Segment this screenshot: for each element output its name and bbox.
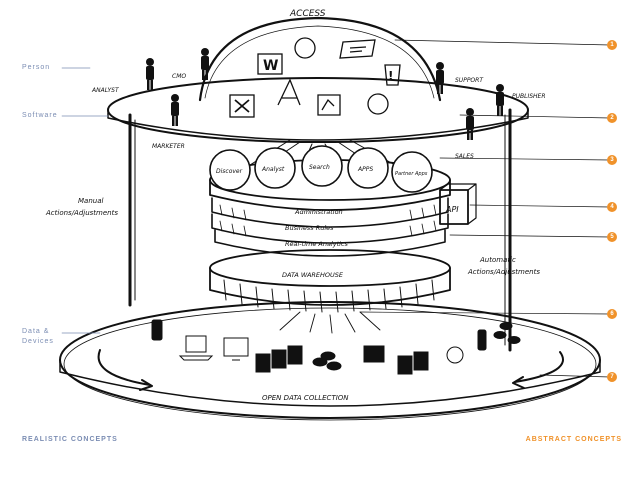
role-publisher: PUBLISHER: [512, 93, 546, 100]
access-label: ACCESS: [289, 9, 326, 19]
person-icon-support: [436, 62, 444, 94]
footer-realistic-concepts: REALISTIC CONCEPTS: [22, 436, 118, 443]
software-icons: W !: [229, 37, 401, 118]
side-label-data-devices-2: Devices: [22, 338, 54, 345]
role-support: SUPPORT: [455, 77, 484, 84]
database-icon-b: [493, 331, 507, 339]
module-partner-apps: [391, 151, 433, 193]
server-icon-a: [255, 353, 271, 373]
person-icon-cmo: [201, 48, 209, 80]
callout-5: 5: [607, 232, 617, 242]
device-icons: [151, 319, 521, 375]
svg-text:W: W: [263, 58, 278, 74]
person-icon-marketer: [171, 94, 179, 126]
module-label-discover: Discover: [216, 168, 243, 175]
manual-label-2: Actions/Adjustments: [45, 209, 118, 217]
access-dome: [198, 16, 442, 102]
callout-2: 2: [607, 113, 617, 123]
server-icon-b: [397, 355, 413, 375]
alert-icon: [384, 64, 401, 86]
phone-icon: [151, 319, 163, 341]
chart-icon: [317, 94, 341, 116]
module-discover: [209, 149, 251, 191]
person-icon-publisher: [496, 84, 504, 116]
laptop-icon: [178, 335, 214, 361]
module-analyst: [254, 147, 296, 189]
side-label-person: Person: [22, 64, 51, 71]
disc-icon: [446, 346, 464, 364]
side-label-software: Software: [22, 112, 58, 119]
module-label-apps: APPS: [357, 166, 373, 173]
word-icon: [257, 53, 283, 75]
person-icon-analyst: [146, 58, 154, 90]
desktop-icon: [363, 345, 385, 363]
acrobat-icon: [277, 78, 301, 106]
role-marketer: MARKETER: [152, 143, 185, 150]
callout-6: 6: [607, 309, 617, 319]
person-figures: [146, 48, 504, 140]
automatic-label-1: Automatic: [479, 256, 516, 264]
module-apps: [347, 147, 389, 189]
callout-7: 7: [607, 372, 617, 382]
monitor-icon: [223, 337, 249, 361]
open-data-label: OPEN DATA COLLECTION: [262, 394, 349, 402]
phone-icon-b: [477, 329, 487, 351]
callout-4: 4: [607, 202, 617, 212]
compass-icon: [367, 93, 389, 115]
api-box: [439, 189, 469, 225]
browser-icon: [294, 37, 316, 59]
module-label-partner-apps: Partner Apps: [395, 171, 428, 177]
role-sales: SALES: [455, 153, 474, 160]
automatic-label-2: Actions/Adjustments: [467, 268, 540, 276]
email-icon: [339, 39, 376, 59]
svg-text:!: !: [388, 69, 393, 83]
layer-real-time-analytics: Real-time Analytics: [285, 240, 349, 248]
module-bubbles: [209, 145, 433, 193]
excel-icon: [229, 94, 255, 118]
role-analyst: ANALYST: [91, 87, 120, 94]
side-label-data-devices-1: Data &: [22, 328, 50, 335]
database-icon: [312, 357, 328, 367]
module-search: [301, 145, 343, 187]
person-icon-sales: [466, 108, 474, 140]
callout-1: 1: [607, 40, 617, 50]
module-label-search: Search: [309, 164, 330, 171]
layer-administration: Administration: [294, 208, 343, 216]
warehouse-label: DATA WAREHOUSE: [282, 271, 344, 279]
manual-label-1: Manual: [78, 197, 103, 205]
callout-3: 3: [607, 155, 617, 165]
layer-business-rules: Business Rules: [285, 224, 334, 232]
api-label: API: [445, 205, 459, 214]
footer-abstract-concepts: ABSTRACT CONCEPTS: [525, 436, 622, 443]
module-label-analyst: Analyst: [261, 166, 285, 173]
role-cmo: CMO: [172, 73, 186, 80]
